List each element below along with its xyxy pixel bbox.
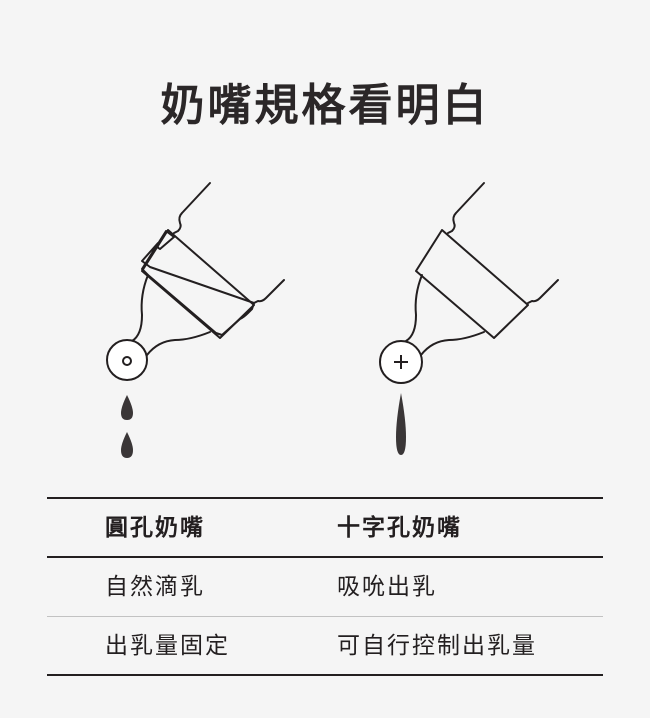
table-top-rule <box>47 497 603 499</box>
nipple-tip <box>106 339 148 381</box>
header-round-hole: 圓孔奶嘴 <box>105 515 205 541</box>
row1-cross-hole: 吸吮出乳 <box>337 574 437 600</box>
row2-cross-hole: 可自行控制出乳量 <box>337 633 537 659</box>
header-divider-rule <box>47 556 603 558</box>
drop-icon <box>121 395 133 420</box>
drop-icon <box>121 432 133 458</box>
round-hole-nipple-illustration <box>90 175 300 465</box>
header-cross-hole: 十字孔奶嘴 <box>337 515 462 541</box>
cross-hole-bottle-icon <box>379 182 559 455</box>
cross-hole-nipple-illustration <box>370 175 570 465</box>
row1-round-hole: 自然滴乳 <box>105 574 205 600</box>
round-hole-bottle-icon <box>106 182 285 458</box>
milk-stream-icon <box>396 393 406 455</box>
row2-round-hole: 出乳量固定 <box>105 633 230 659</box>
row-divider-rule <box>47 616 603 617</box>
plus-hole-icon <box>394 355 408 369</box>
circle-hole-icon <box>122 356 132 366</box>
page-title: 奶嘴規格看明白 <box>160 80 490 131</box>
table-bottom-rule <box>47 674 603 676</box>
